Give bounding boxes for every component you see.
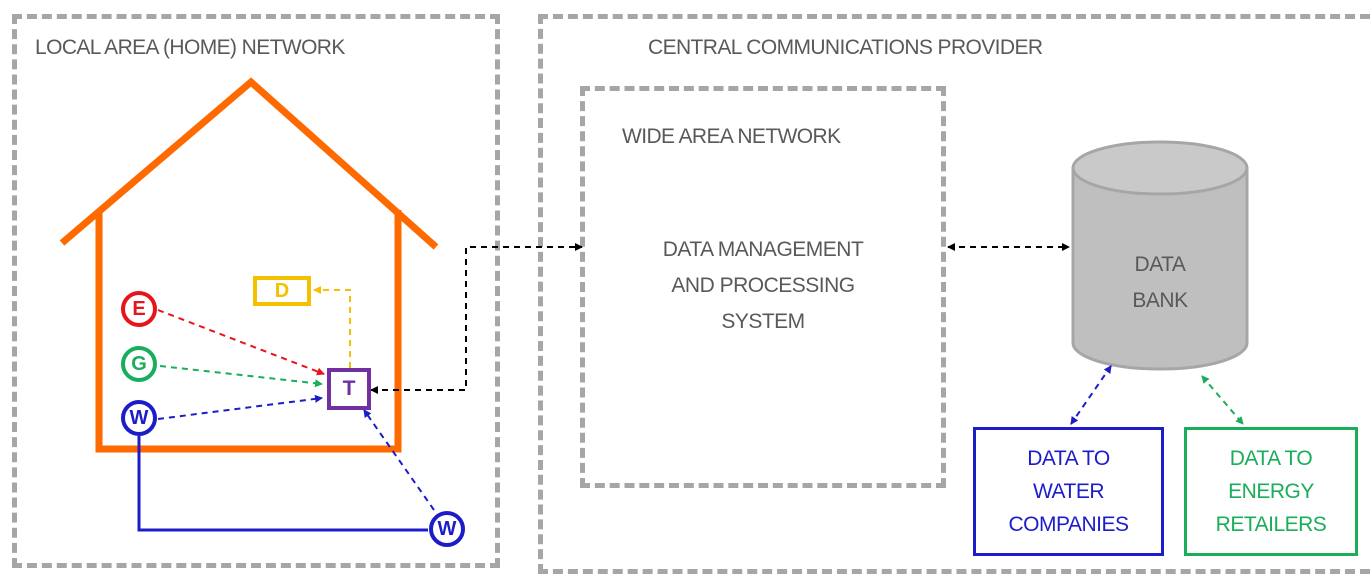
- databank-to-energy-retailers-link: [1201, 375, 1244, 425]
- databank-label: DATA BANK: [1100, 247, 1220, 319]
- electricity-meter: E: [121, 291, 157, 327]
- water-box-line2: WATER: [1033, 480, 1105, 503]
- databank-to-water-companies-link: [1070, 365, 1112, 425]
- databank-cylinder: [1071, 140, 1249, 371]
- system-label-line3: SYSTEM: [721, 310, 805, 333]
- local-area-network-label: LOCAL AREA (HOME) NETWORK: [35, 36, 345, 59]
- system-label-line1: DATA MANAGEMENT: [662, 238, 864, 261]
- water-companies-box: DATA TO WATER COMPANIES: [973, 427, 1164, 556]
- databank-label-line1: DATA: [1134, 253, 1186, 276]
- wide-area-network-label: WIDE AREA NETWORK: [622, 125, 841, 148]
- energy-retailers-box: DATA TO ENERGY RETAILERS: [1184, 427, 1358, 556]
- water-box-line1: DATA TO: [1027, 447, 1110, 470]
- gas-to-transmitter-link: [159, 365, 323, 388]
- data-management-system-label: DATA MANAGEMENT AND PROCESSING SYSTEM: [590, 232, 936, 340]
- energy-box-line1: DATA TO: [1229, 447, 1313, 470]
- in-home-display: D: [253, 276, 311, 306]
- gas-meter: G: [121, 346, 157, 382]
- house-outline: [59, 77, 439, 453]
- transmitter-to-wan-link: [370, 243, 583, 394]
- central-provider-label: CENTRAL COMMUNICATIONS PROVIDER: [648, 36, 1043, 59]
- water-to-transmitter-link: [157, 394, 323, 420]
- transmitter-hub: T: [327, 368, 371, 410]
- water-box-line3: COMPANIES: [1008, 513, 1129, 536]
- electricity-to-transmitter-link: [157, 309, 325, 376]
- system-label-line2: AND PROCESSING: [671, 274, 855, 297]
- indoor-water-meter: W: [121, 400, 157, 436]
- water-pipe-line: [137, 436, 428, 532]
- outdoor-water-to-transmitter-link: [363, 409, 435, 511]
- databank-label-line2: BANK: [1132, 289, 1188, 312]
- transmitter-to-display-link: [313, 286, 351, 368]
- energy-box-line2: ENERGY: [1228, 480, 1314, 503]
- outdoor-water-meter: W: [429, 511, 465, 547]
- energy-box-line3: RETAILERS: [1215, 513, 1327, 536]
